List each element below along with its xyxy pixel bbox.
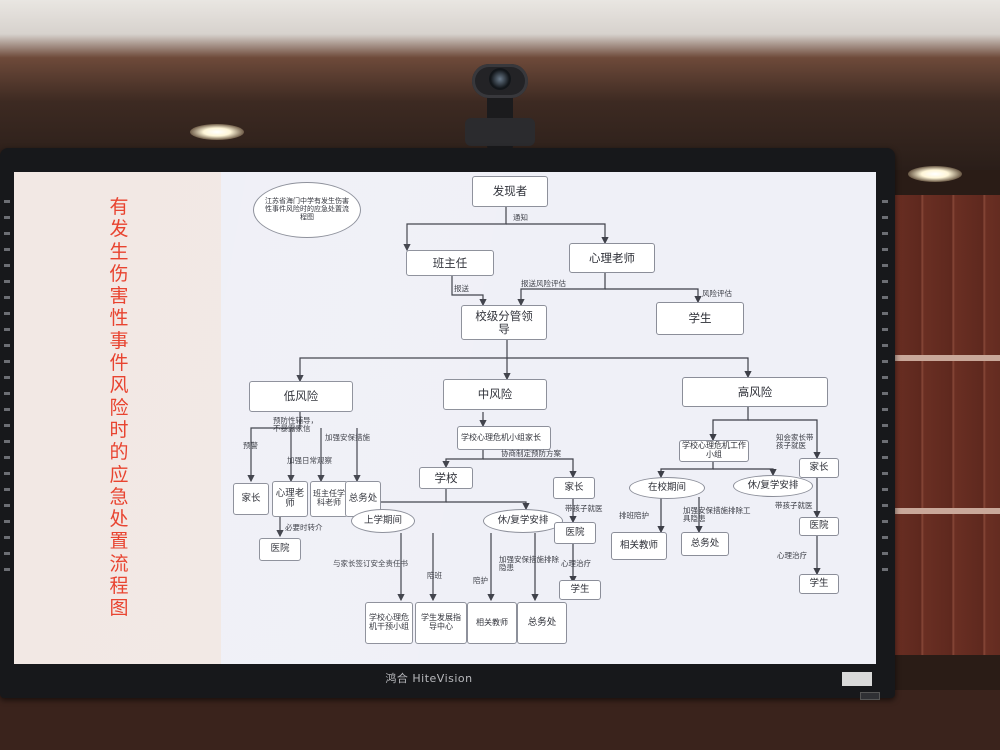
node-mid-off-school: 休/复学安排 [483,509,563,533]
label-accompany: 陪班 [427,571,442,580]
label-take-to-doctor-high: 带孩子就医 [775,501,813,510]
label-observe: 加强日常观察 [287,456,332,465]
node-high-off-school: 休/复学安排 [733,475,813,497]
node-mid-dev-center-text: 学生发展指导中心 [421,613,461,631]
node-high-teachers: 相关教师 [611,532,667,560]
wood-paneled-wall [893,195,1000,655]
node-mid-hospital: 医院 [554,522,596,544]
ceiling-light-right [908,166,962,182]
barcode-sticker [842,672,872,686]
node-low-psych-text: 心理老师 [275,487,305,509]
label-safety-letter: 与家长签订安全责任书 [333,559,408,568]
node-high-teachers-text: 相关教师 [619,539,658,551]
wall-trim [893,508,1000,514]
slide-vertical-title: 有发生伤害性事件风险时的应急处置流程图 [109,196,129,620]
flowchart: 江苏省海门中学有发生伤害性事件风险时的应急处置流程图 发现者 通知 班主任 心理… [221,172,876,664]
school-name-text: 江苏省海门中学有发生伤害性事件风险时的应急处置流程图 [265,197,349,221]
node-mid-dev-center: 学生发展指导中心 [415,602,467,644]
floor [0,690,1000,750]
node-mid-teachers: 相关教师 [467,602,517,644]
speaker-grille-left [4,200,10,580]
node-mid-student: 学生 [559,580,601,600]
node-low-class-subject-text: 班主任学科老师 [313,489,345,507]
label-remove-tools: 加强安保措施排除工具隐患 [683,506,751,523]
label-report-risk: 报送风险评估 [521,279,566,288]
node-mid-crisis-group-text: 学校心理危机干预小组 [369,613,409,631]
label-remove-danger: 加强安保措施排除隐患 [499,555,559,572]
label-psych-treat-mid: 心理治疗 [561,559,591,568]
camera-base [465,118,535,146]
monitor-brand-logo: 鸿合 HiteVision [385,672,473,685]
slide-title-panel: 有发生伤害性事件风险时的应急处置流程图 [14,172,221,664]
label-warn: 预警 [243,441,258,450]
node-psych-teacher: 心理老师 [569,243,655,273]
ceiling-light-left [190,124,244,140]
node-high-work-group: 学校心理危机工作小组 [679,440,749,462]
node-mid-general: 总务处 [517,602,567,644]
label-take-to-doctor: 带孩子就医 [565,504,603,513]
node-mid-teachers-text: 相关教师 [476,617,508,627]
label-refer: 必要时转介 [285,523,323,532]
node-mid-risk: 中风险 [443,379,547,410]
node-high-hospital: 医院 [799,517,839,536]
label-security-low: 加强安保措施 [325,433,370,442]
node-student-top: 学生 [656,302,744,335]
node-low-class-subject: 班主任学科老师 [310,481,348,517]
node-low-hospital: 医院 [259,538,301,561]
monitor-screen: 有发生伤害性事件风险时的应急处置流程图 [14,172,876,664]
node-mid-parent: 家长 [553,477,595,499]
node-mid-school: 学校 [419,467,473,489]
label-coordinate: 协商制定预防方案 [501,449,561,458]
speaker-grille-right [882,200,888,580]
label-notify: 通知 [513,213,528,222]
node-school-leader-text: 校级分管领导 [475,308,533,336]
label-prevent-counsel: 预防性辅导，不暴露家信 [273,416,318,433]
node-low-psych: 心理老师 [272,481,308,517]
node-mid-group-text: 学校心理危机小组家长 [461,432,541,442]
school-name-oval: 江苏省海门中学有发生伤害性事件风险时的应急处置流程图 [253,182,361,238]
node-high-in-school: 在校期间 [629,477,705,499]
node-school-leader: 校级分管领导 [461,305,547,340]
node-low-general-text: 总务处 [348,492,378,504]
usb-port [860,692,880,700]
node-high-student: 学生 [799,574,839,594]
node-class-teacher: 班主任 [406,250,494,276]
node-high-parent: 家长 [799,458,839,478]
label-notify-parent: 知会家长带孩子就医 [776,433,814,450]
camera-lens-icon [489,68,511,90]
node-mid-group: 学校心理危机小组家长 [457,426,551,450]
node-mid-in-school: 上学期间 [351,509,415,533]
node-high-risk: 高风险 [682,377,828,407]
node-discoverer: 发现者 [472,176,548,207]
label-psych-treat-high: 心理治疗 [777,551,807,560]
node-high-general: 总务处 [681,532,729,556]
wall-trim [893,355,1000,361]
node-low-risk: 低风险 [249,381,353,412]
node-mid-crisis-group: 学校心理危机干预小组 [365,602,413,644]
label-accompany-class: 排班陪护 [619,511,649,520]
node-low-parent: 家长 [233,483,269,515]
label-report: 报送 [454,284,469,293]
label-risk-assess: 风险评估 [702,289,732,298]
label-care: 陪护 [473,576,488,585]
node-high-work-group-text: 学校心理危机工作小组 [682,441,746,459]
